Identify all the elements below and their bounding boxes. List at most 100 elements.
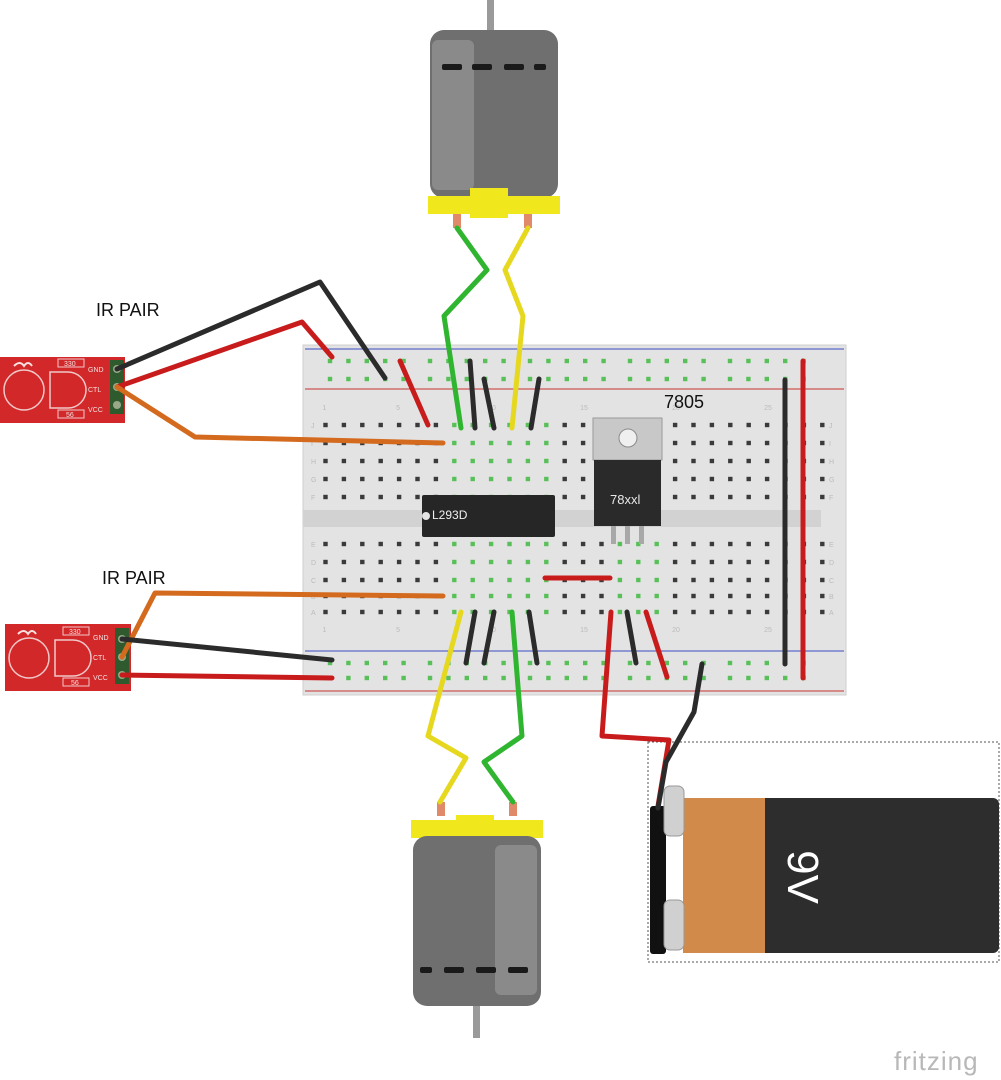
- breadboard-hole: [544, 541, 549, 547]
- breadboard-hole: [396, 577, 402, 583]
- motor-top: [428, 0, 560, 228]
- breadboard-hole: [654, 593, 659, 599]
- breadboard-hole: [544, 476, 549, 482]
- breadboard-hole: [764, 593, 770, 599]
- breadboard-hole: [599, 559, 604, 565]
- breadboard-hole: [691, 593, 696, 599]
- breadboard-label: C: [311, 578, 316, 585]
- breadboard-hole: [378, 609, 383, 615]
- motor-terminal: [437, 802, 445, 816]
- breadboard-hole: [401, 376, 406, 382]
- breadboard-hole: [378, 422, 383, 428]
- breadboard-label: 5: [396, 627, 400, 634]
- breadboard-hole: [360, 476, 365, 482]
- breadboard-hole: [396, 422, 402, 428]
- motor-vent: [504, 64, 524, 70]
- breadboard-hole: [341, 541, 347, 547]
- breadboard-hole: [546, 376, 551, 382]
- breadboard-hole: [470, 458, 475, 464]
- breadboard-hole: [764, 541, 770, 547]
- battery-9v: 9V: [647, 741, 1000, 963]
- breadboard-hole: [525, 577, 531, 583]
- breadboard-hole: [470, 541, 475, 547]
- regulator-marking: 78xxl: [610, 492, 640, 507]
- breadboard-hole: [709, 609, 715, 615]
- breadboard-hole: [446, 376, 451, 382]
- wire-red: [119, 672, 335, 681]
- breadboard-label: B: [311, 594, 316, 601]
- breadboard-hole: [507, 476, 512, 482]
- breadboard-hole: [364, 660, 369, 666]
- breadboard-hole: [727, 376, 733, 382]
- motor-vent: [420, 967, 432, 973]
- ir-resistor-outline: [57, 358, 85, 368]
- breadboard-hole: [346, 376, 351, 382]
- breadboard-hole: [544, 458, 549, 464]
- ir-header-pin: [113, 401, 121, 409]
- breadboard-hole: [470, 559, 475, 565]
- breadboard-label: D: [311, 560, 316, 567]
- breadboard-label: E: [829, 542, 834, 549]
- motor-vent: [472, 64, 492, 70]
- breadboard-hole: [464, 358, 469, 364]
- breadboard-hole: [564, 358, 569, 364]
- wire-black: [528, 376, 542, 431]
- ir-pin-label: GND: [88, 367, 104, 374]
- breadboard-hole: [360, 458, 365, 464]
- breadboard-hole: [728, 593, 733, 599]
- breadboard-hole: [452, 440, 457, 446]
- breadboard-hole: [360, 559, 365, 565]
- breadboard-hole: [364, 358, 369, 364]
- breadboard-hole: [501, 660, 506, 666]
- ir-resistor-outline: [62, 677, 90, 687]
- breadboard-hole: [323, 458, 328, 464]
- breadboard-hole: [427, 358, 433, 364]
- breadboard-hole: [433, 458, 439, 464]
- breadboard-hole: [433, 422, 439, 428]
- breadboard-hole: [507, 577, 512, 583]
- breadboard-hole: [546, 675, 551, 681]
- breadboard-hole: [396, 458, 402, 464]
- breadboard-hole: [470, 440, 475, 446]
- ir-logo-mark: [17, 630, 37, 636]
- breadboard-hole: [452, 609, 457, 615]
- breadboard-label: G: [829, 477, 834, 484]
- breadboard-hole: [323, 541, 328, 547]
- breadboard-hole: [636, 541, 641, 547]
- breadboard-hole: [433, 476, 439, 482]
- regulator-pin: [625, 526, 630, 544]
- breadboard-hole: [452, 559, 457, 565]
- breadboard-hole: [820, 559, 825, 565]
- ir-resistor-outline: [62, 626, 90, 636]
- breadboard-hole: [507, 541, 512, 547]
- breadboard-hole: [746, 593, 751, 599]
- breadboard-hole: [360, 494, 365, 500]
- breadboard-label: 25: [764, 405, 772, 412]
- motor-highlight: [495, 845, 537, 995]
- motor-vent: [508, 967, 528, 973]
- breadboard-hole: [341, 476, 347, 482]
- breadboard-hole: [415, 458, 420, 464]
- breadboard-hole: [327, 376, 333, 382]
- breadboard-hole: [323, 476, 328, 482]
- breadboard-hole: [562, 609, 567, 615]
- breadboard-hole: [483, 675, 488, 681]
- breadboard-hole: [701, 358, 706, 364]
- breadboard-hole: [564, 675, 569, 681]
- battery-orange-band: [683, 798, 765, 953]
- wire-yellow: [502, 225, 531, 431]
- wire-green: [481, 609, 525, 805]
- breadboard-hole: [507, 458, 512, 464]
- ir-led-outline: [3, 369, 45, 411]
- breadboard-hole: [564, 660, 569, 666]
- breadboard-hole: [691, 494, 696, 500]
- breadboard-hole: [672, 593, 678, 599]
- breadboard-hole: [415, 494, 420, 500]
- breadboard-hole: [672, 559, 678, 565]
- center-channel: [303, 510, 821, 527]
- wire-black: [481, 376, 497, 431]
- breadboard-hole: [627, 358, 633, 364]
- breadboard-hole: [746, 494, 751, 500]
- motor-highlight: [432, 40, 474, 190]
- wire-orange: [114, 384, 446, 446]
